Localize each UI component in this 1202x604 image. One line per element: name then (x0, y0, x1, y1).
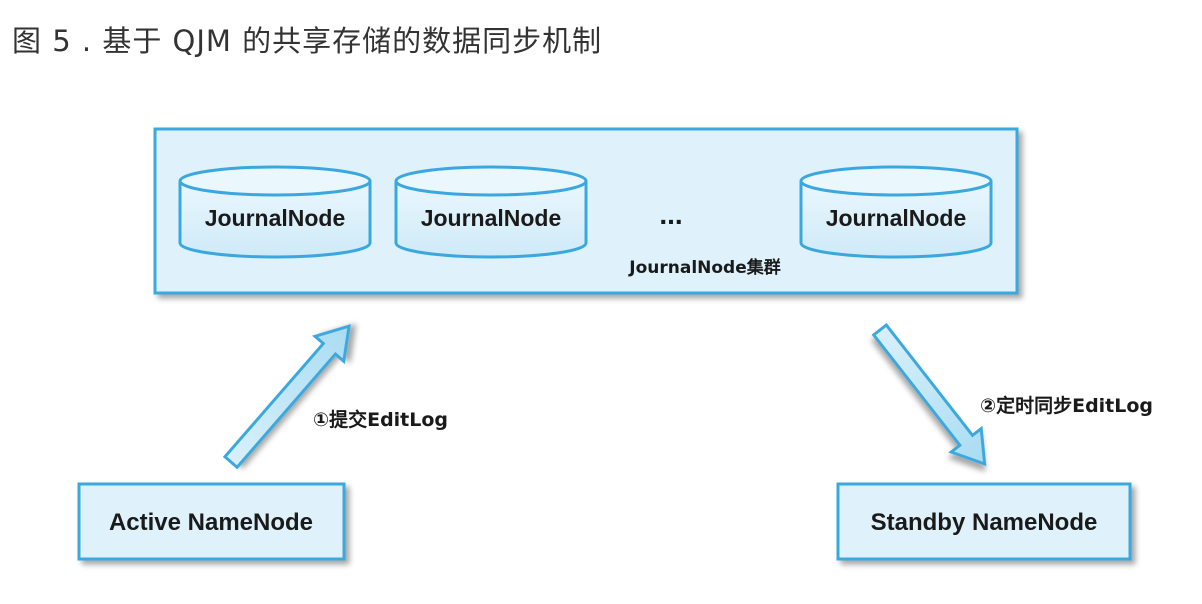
figure-caption: 图 5 . 基于 QJM 的共享存储的数据同步机制 (12, 24, 603, 58)
journalnode-label-1: JournalNode (205, 205, 346, 231)
journalnode-cluster: JournalNode JournalNode ... JournalNode … (153, 127, 1019, 295)
sync-editlog-label: ②定时同步EditLog (980, 394, 1153, 417)
standby-namenode-label: Standby NameNode (871, 509, 1098, 536)
active-namenode-label: Active NameNode (109, 509, 313, 536)
journalnode-cylinder-3: JournalNode (799, 165, 993, 259)
standby-namenode-box (836, 482, 1132, 561)
cluster-label: JournalNode集群 (628, 257, 781, 278)
sync-editlog-arrow (871, 322, 987, 467)
journalnode-label-2: JournalNode (421, 205, 562, 231)
journalnode-label-3: JournalNode (826, 205, 967, 231)
active-namenode-box (77, 482, 346, 561)
standby-namenode: Standby NameNode (836, 482, 1132, 561)
journalnode-cylinder-2: JournalNode (394, 165, 588, 259)
ellipsis: ... (659, 199, 682, 230)
active-namenode: Active NameNode (77, 482, 346, 561)
submit-editlog-label: ①提交EditLog (313, 408, 448, 431)
submit-editlog-arrow (222, 324, 351, 470)
journalnode-cylinder-1: JournalNode (178, 165, 372, 259)
